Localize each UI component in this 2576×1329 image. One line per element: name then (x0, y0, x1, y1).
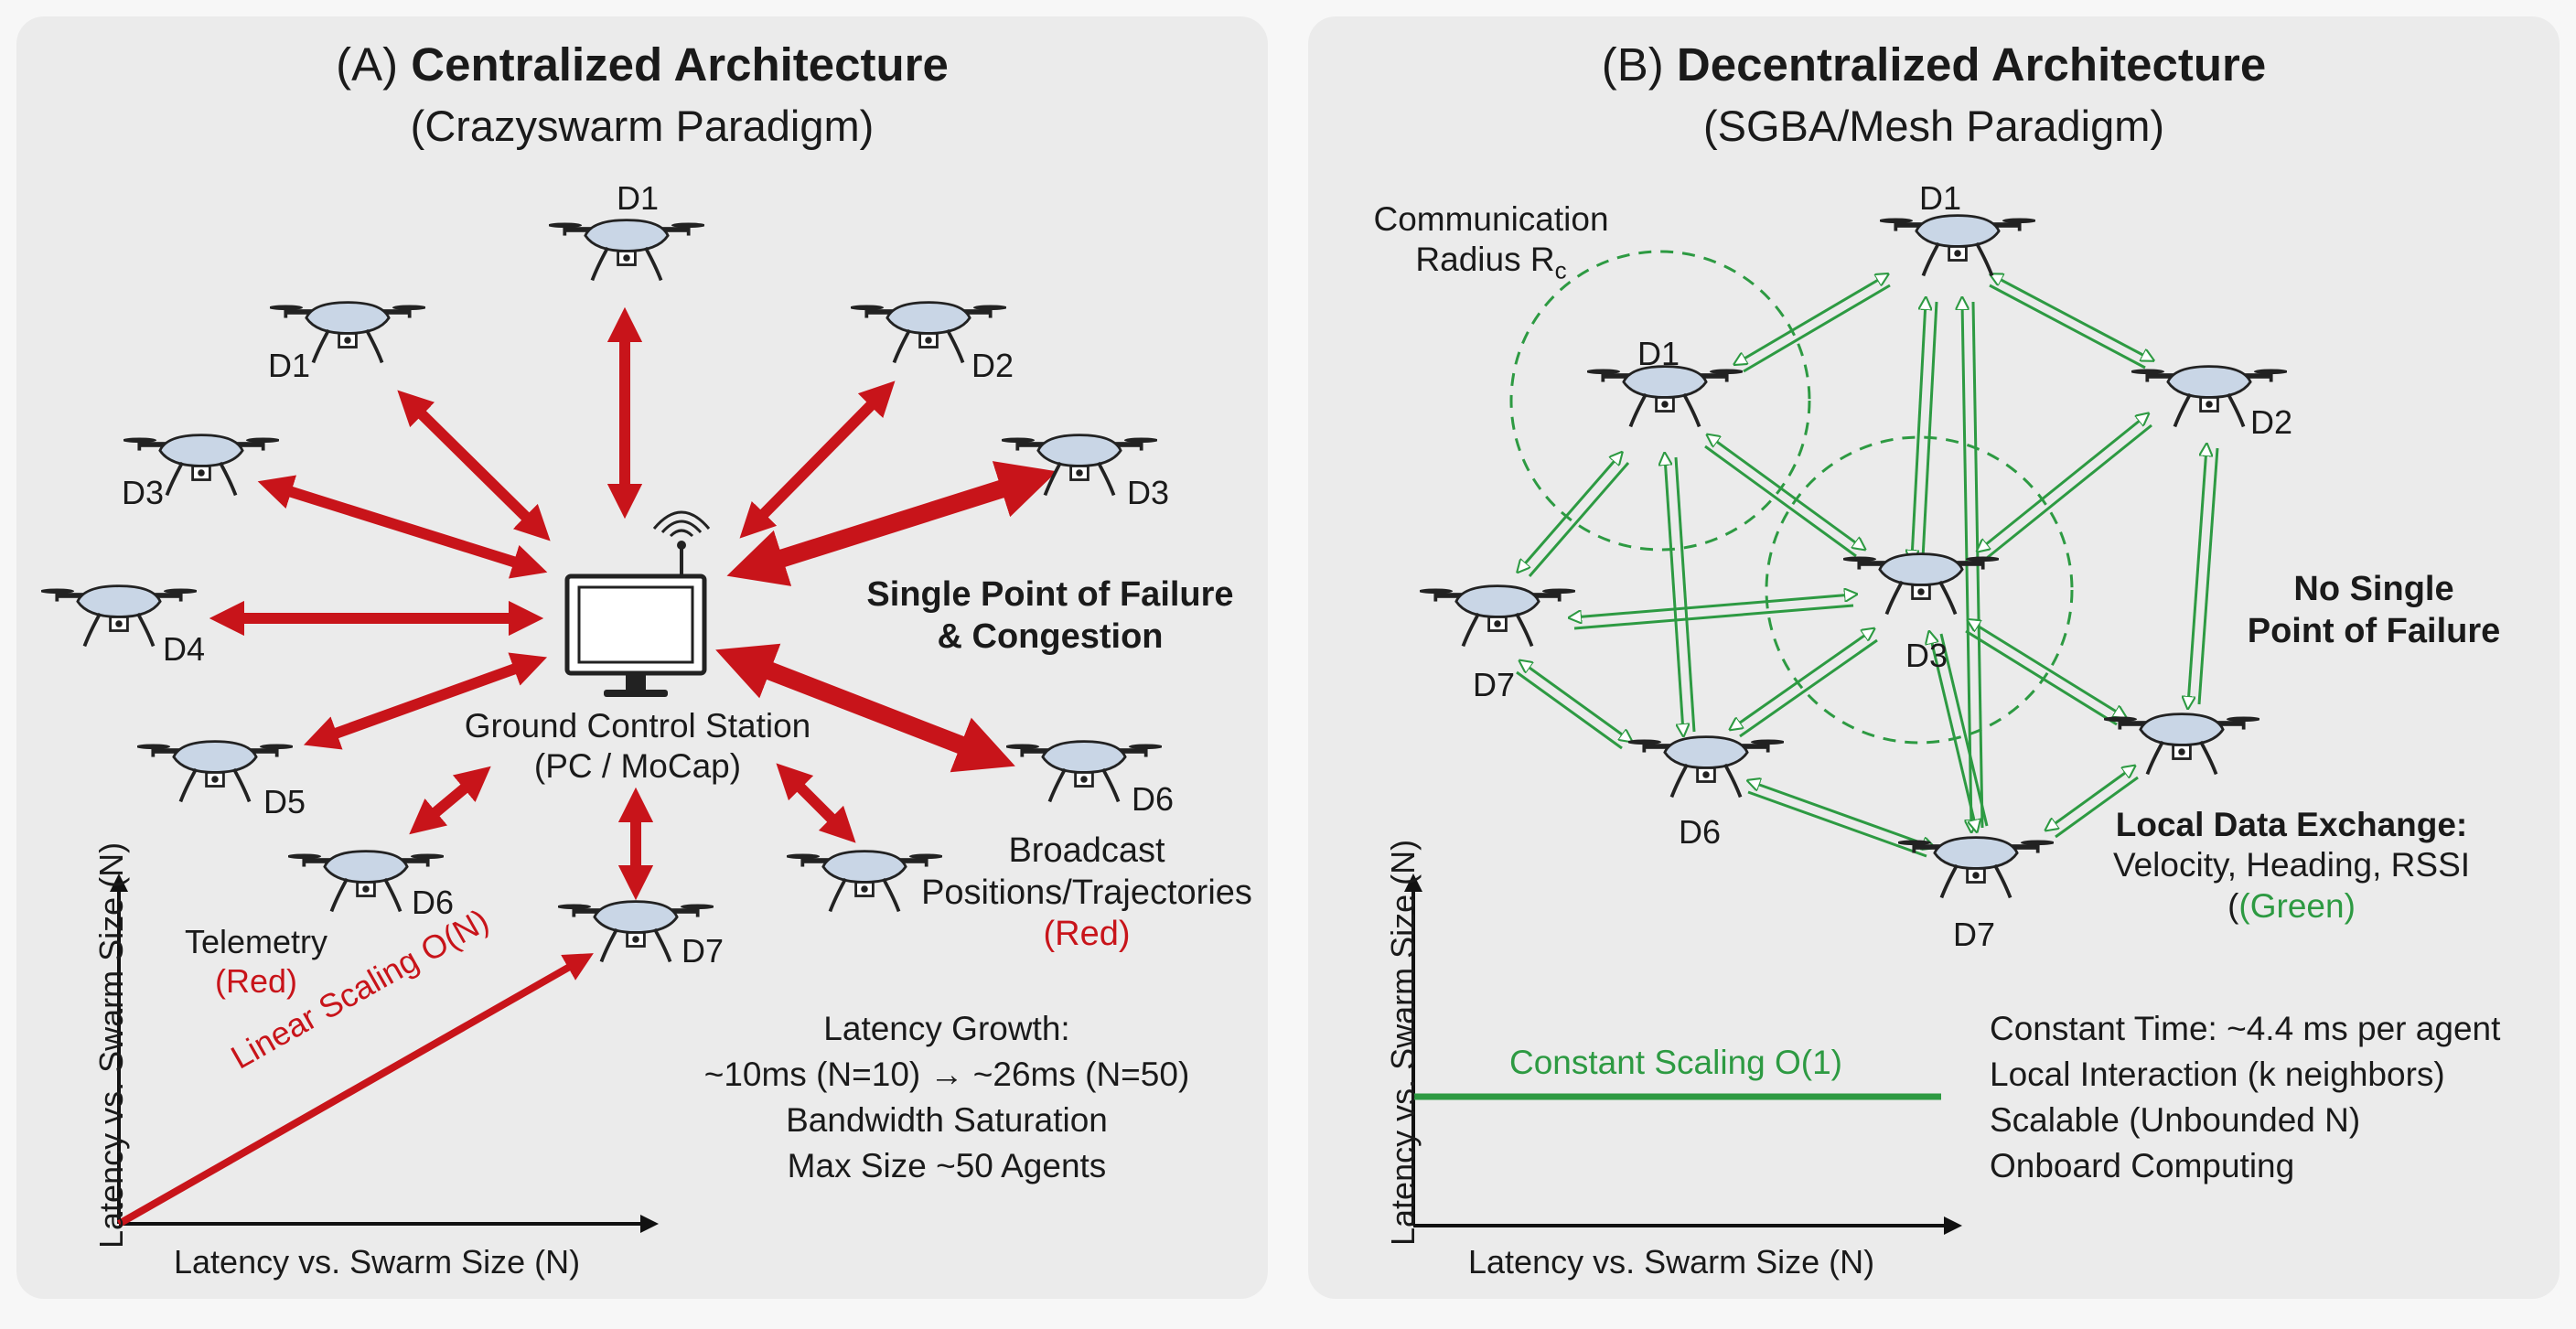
arrow-gcs-d6l (409, 766, 491, 835)
drone-label-d6r: D6 (1132, 780, 1175, 818)
radius-circle-d3 (1765, 435, 2074, 745)
no-spof-label: No Single Point of Failure (2247, 570, 2501, 650)
radius-circle-d1 (1509, 250, 1811, 552)
drone-icon (1420, 584, 1575, 648)
arrow-gcs-d3l (257, 475, 548, 579)
drone-icon (1628, 734, 1784, 799)
title-bold: Decentralized Architecture (1676, 38, 2267, 91)
chart-axes-b (1404, 873, 1962, 1235)
ground-station-icon (564, 510, 711, 697)
arrow-gcs-d3r (726, 461, 1057, 586)
link-d7l-d6 (1516, 663, 1628, 750)
radius-label: Communication Radius Rc (1373, 200, 1609, 284)
drone-label-d6: D6 (1679, 813, 1722, 851)
link-d1t-d1 (1738, 276, 1890, 373)
link-d1-d3 (1704, 437, 1862, 558)
drone-label-d1t: D1 (1919, 179, 1962, 217)
broadcast-label: Broadcast Positions/Trajectories (Red) (921, 831, 1252, 954)
arrow-gcs-d6b (776, 763, 856, 843)
axis-y-label-b: Latency vs. Swarm Size (N) (1384, 839, 1422, 1246)
drone-icon (1587, 364, 1743, 429)
drone-icon (1898, 835, 2054, 900)
linear-scaling-line (117, 953, 594, 1227)
drone-label-d1b: D1 (268, 347, 311, 384)
red-arrows (209, 306, 1057, 901)
link-d2-d3 (1980, 416, 2152, 560)
drone-label-d1: D1 (617, 179, 660, 217)
drone-label-d5: D5 (263, 783, 306, 820)
link-d6-d7b (1748, 782, 1930, 858)
drone-label-d4: D4 (163, 630, 206, 668)
arrow-gcs-d5 (303, 652, 548, 750)
drone-icon (1843, 552, 1999, 616)
constant-scaling-label: Constant Scaling O(1) (1509, 1044, 1843, 1081)
telemetry-label: Telemetry (Red) (184, 923, 328, 1001)
drone-label-d1: D1 (1637, 335, 1680, 372)
title-bold: Centralized Architecture (411, 38, 949, 91)
chart-axes-a (110, 873, 659, 1233)
title-prefix: (A) (336, 38, 399, 91)
drone-label-d7l: D7 (1473, 666, 1516, 703)
panel-a-title: (A) Centralized Architecture (16, 37, 1268, 92)
drone-label-d6l: D6 (412, 884, 455, 921)
link-d7b-d8 (2049, 768, 2139, 839)
title-prefix: (B) (1601, 38, 1664, 91)
spof-label: Single Point of Failure & Congestion (866, 575, 1234, 656)
drone-label-d2: D2 (2250, 403, 2293, 441)
drone-label-d3r: D3 (1127, 474, 1170, 511)
drone-label-d2: D2 (971, 347, 1014, 384)
panel-b-title: (B) Decentralized Architecture (1308, 37, 2560, 92)
drone-label-d7b: D7 (1953, 916, 1996, 953)
link-d6-d3 (1733, 631, 1878, 738)
local-exchange-label: Local Data Exchange: Velocity, Heading, … (2112, 806, 2471, 925)
drone-icon (2104, 712, 2259, 777)
link-d7l-d3 (1573, 595, 1853, 630)
panel-a-subtitle: (Crazyswarm Paradigm) (410, 102, 875, 150)
mesh-links (1516, 276, 2219, 858)
link-d1-d6 (1665, 457, 1696, 732)
axis-x-label-b: Latency vs. Swarm Size (N) (1468, 1243, 1875, 1281)
notes-a: Latency Growth: ~10ms (N=10) → ~26ms (N=… (703, 1010, 1190, 1184)
arrow-gcs-d6r (715, 643, 1015, 773)
link-d3-d7b (1930, 634, 1989, 828)
drone-icon (1880, 213, 2035, 278)
link-d1t-d2 (1990, 276, 2150, 370)
drone-label-d3: D3 (1905, 637, 1948, 674)
panel-b-subtitle: (SGBA/Mesh Paradigm) (1702, 102, 2165, 150)
notes-b: Constant Time: ~4.4 ms per agent Local I… (1990, 1010, 2501, 1184)
link-d3-d8 (1966, 622, 2122, 726)
drone-label-d3l: D3 (122, 474, 165, 511)
ground-station-label: Ground Control Station (PC / MoCap) (464, 707, 811, 786)
link-d2-d8 (2188, 448, 2219, 704)
axis-x-label-a: Latency vs. Swarm Size (N) (174, 1243, 581, 1281)
link-d1t-d3 (1912, 302, 1938, 558)
link-d1-d7l (1520, 456, 1630, 577)
drone-label-d7: D7 (682, 932, 724, 970)
